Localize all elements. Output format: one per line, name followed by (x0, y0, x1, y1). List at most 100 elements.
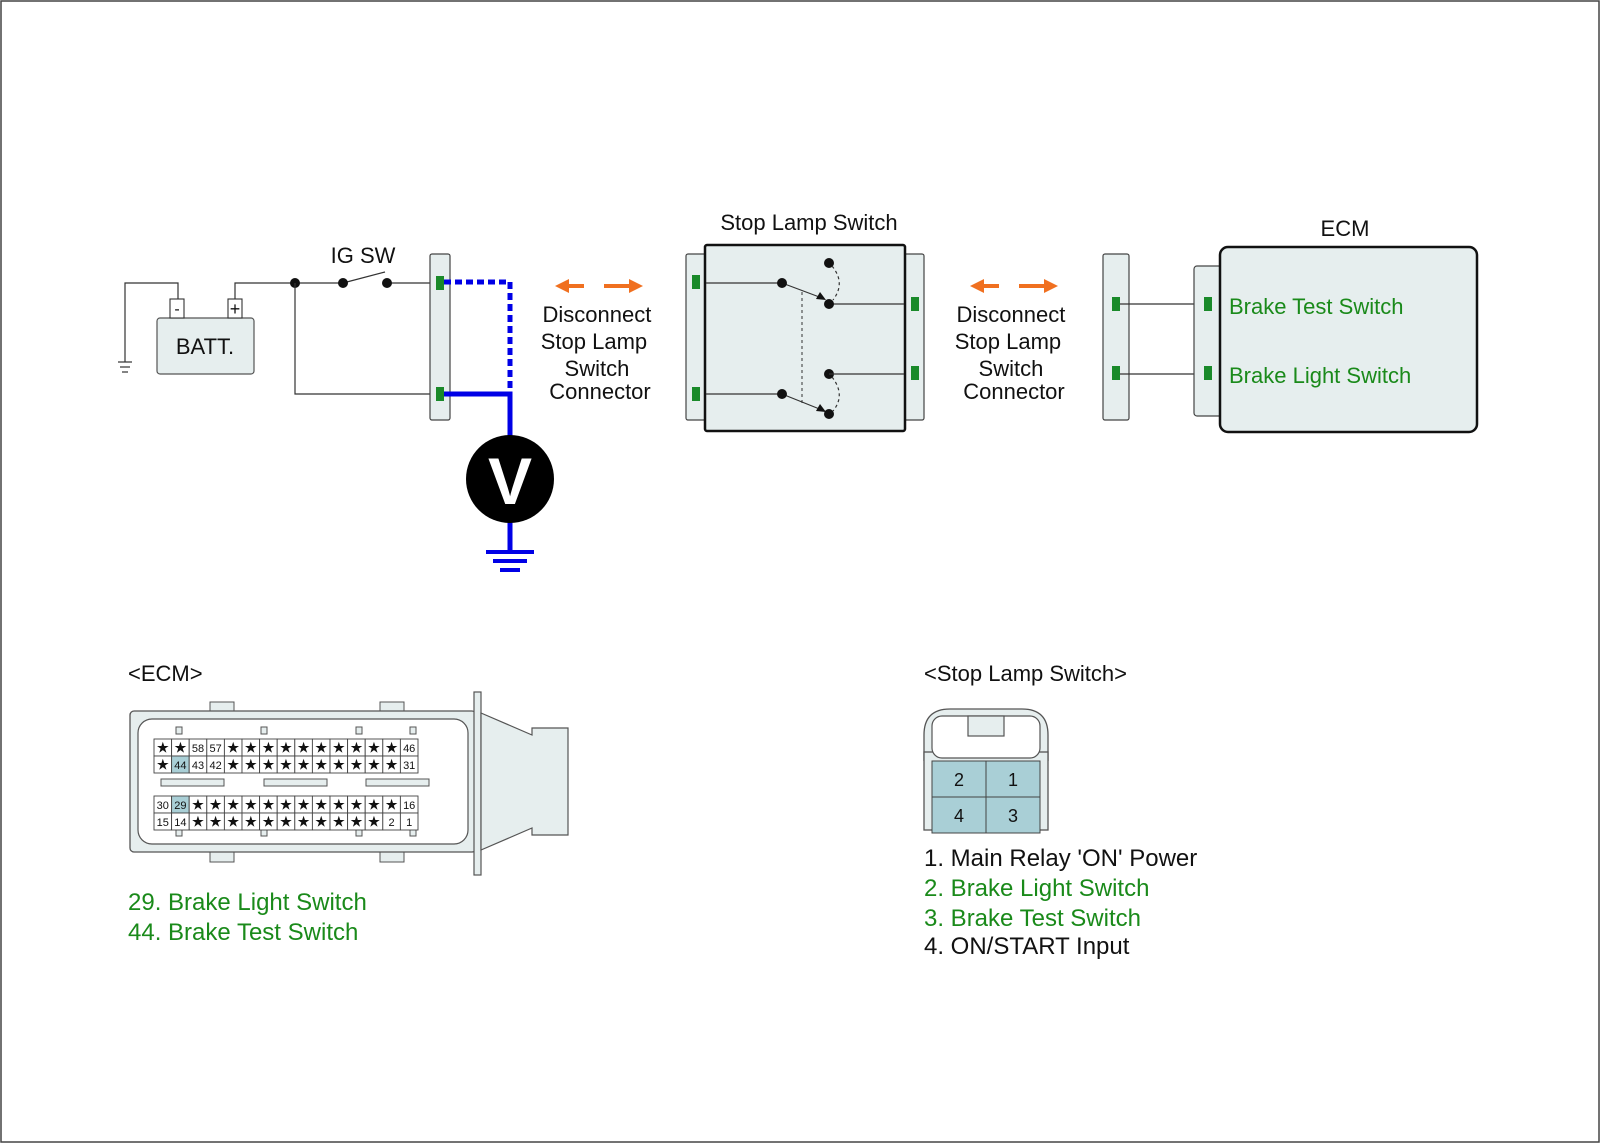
pin-marker (1112, 297, 1120, 311)
ecm-pin-label: ★ (157, 757, 169, 772)
battery-box (156, 317, 255, 375)
ecm-pin-label: ★ (227, 797, 239, 812)
ecm-pin-label: ★ (368, 797, 380, 812)
ecm-pin-label: ★ (263, 797, 275, 812)
battery-circuit: - + BATT. IG SW (118, 243, 440, 395)
pin-marker (436, 387, 444, 401)
voltmeter-probe: V (444, 279, 554, 572)
ecm-pin-label: ★ (263, 814, 275, 829)
harness-connector-left (429, 253, 451, 421)
ecm-pin-label: ★ (351, 740, 363, 755)
pin-marker (692, 275, 700, 289)
ecm-pin-label: 15 (157, 817, 169, 829)
ecm-pin-label: ★ (227, 757, 239, 772)
ecm-pin-label: ★ (280, 757, 292, 772)
ecm-pin-label: 2 (389, 817, 395, 829)
ecm-pin-label: 42 (209, 760, 221, 772)
ecm-pin-label: ★ (192, 797, 204, 812)
ecm-pin-label: ★ (210, 814, 222, 829)
ecm-legend-item: 44. Brake Test Switch (128, 919, 358, 946)
ecm-title: ECM (1321, 216, 1370, 241)
voltmeter-label: V (488, 444, 532, 518)
disconnect-arrows-right (970, 279, 1058, 293)
sls-pin-label: 3 (1008, 806, 1018, 826)
ecm-brake-test-switch: Brake Test Switch (1229, 294, 1403, 319)
ecm-pin-label: ★ (280, 814, 292, 829)
ecm-pin-label: 14 (174, 817, 186, 829)
ecm-pin-label: ★ (386, 757, 398, 772)
ecm-pin-label: ★ (386, 740, 398, 755)
sls-pin-cell (985, 796, 1041, 834)
ecm-pin-label: 29 (174, 800, 186, 812)
ecm-pin-label: ★ (210, 797, 222, 812)
ecm-pin-label: ★ (227, 814, 239, 829)
disconnect-label-left: Disconnect Stop Lamp Switch Connector (541, 302, 658, 404)
sls-connector-heading: <Stop Lamp Switch> (924, 661, 1127, 686)
pin-marker (692, 387, 700, 401)
ecm-pin-label: 16 (403, 800, 415, 812)
ecm-pin-label: ★ (192, 814, 204, 829)
ecm-pin-cell (399, 755, 419, 774)
ecm-pin-label: 30 (157, 800, 169, 812)
ecm-connector-heading: <ECM> (128, 661, 203, 686)
ecm-pin-label: ★ (245, 797, 257, 812)
ecm-pin-label: ★ (298, 757, 310, 772)
sls-pin-cell (931, 760, 987, 798)
disconnect-arrows-left (555, 279, 643, 293)
ecm-pin-label: 44 (174, 760, 186, 772)
ecm-pin-label: ★ (245, 757, 257, 772)
battery-minus-sign: - (174, 301, 179, 318)
stop-lamp-switch: Stop Lamp Switch (685, 210, 925, 433)
ecm-pin-label: 43 (192, 760, 204, 772)
ecm-pin-label: ★ (245, 814, 257, 829)
pin-marker (436, 276, 444, 290)
ecm-pin-label: ★ (245, 740, 257, 755)
voltmeter (466, 435, 554, 523)
ecm-pin-label: ★ (280, 740, 292, 755)
ecm-pin-label: ★ (227, 740, 239, 755)
ecm-pin-cell (399, 812, 419, 831)
ecm-pin-label: ★ (280, 797, 292, 812)
ecm-pin-label: 1 (406, 817, 412, 829)
battery-plus-sign: + (230, 299, 241, 319)
ecm-pin-label: ★ (333, 740, 345, 755)
pin-marker (911, 297, 919, 311)
ground-symbol-meter (486, 550, 534, 572)
sls-pin-label: 1 (1008, 770, 1018, 790)
sls-legend-item: 4. ON/START Input (924, 933, 1130, 960)
ecm-pin-label: ★ (333, 757, 345, 772)
ecm-pin-label: ★ (351, 797, 363, 812)
ecm-pin-label: ★ (298, 814, 310, 829)
ecm-pin-label: 31 (403, 760, 415, 772)
ecm-pin-label: ★ (298, 797, 310, 812)
ecm-pin-label: ★ (333, 814, 345, 829)
ecm-pin-label: 57 (209, 743, 221, 755)
ecm-pin-label: 58 (192, 743, 204, 755)
sls-legend-item: 3. Brake Test Switch (924, 905, 1141, 932)
ecm-pin-label: ★ (368, 757, 380, 772)
sls-legend-item: 1. Main Relay 'ON' Power (924, 845, 1197, 872)
stop-lamp-switch-title: Stop Lamp Switch (720, 210, 897, 235)
ecm-pin-label: ★ (157, 740, 169, 755)
ecm-pin-label: ★ (175, 740, 187, 755)
ground-symbol-battery (118, 361, 132, 373)
harness-connector-right (1102, 253, 1205, 421)
ecm-block: ECM Brake Test Switch Brake Light Switch (1193, 216, 1479, 434)
pin-marker (1204, 366, 1212, 380)
sls-legend-item: 2. Brake Light Switch (924, 875, 1149, 902)
disconnect-label-right: Disconnect Stop Lamp Switch Connector (955, 302, 1072, 404)
sls-pin-cell (985, 760, 1041, 798)
ecm-pin-label: ★ (315, 797, 327, 812)
ecm-pin-label: ★ (351, 757, 363, 772)
ecm-legend: 29. Brake Light Switch 44. Brake Test Sw… (128, 889, 373, 946)
ecm-pin-label: ★ (368, 814, 380, 829)
ig-sw-label: IG SW (331, 243, 396, 268)
sls-pin-label: 2 (954, 770, 964, 790)
